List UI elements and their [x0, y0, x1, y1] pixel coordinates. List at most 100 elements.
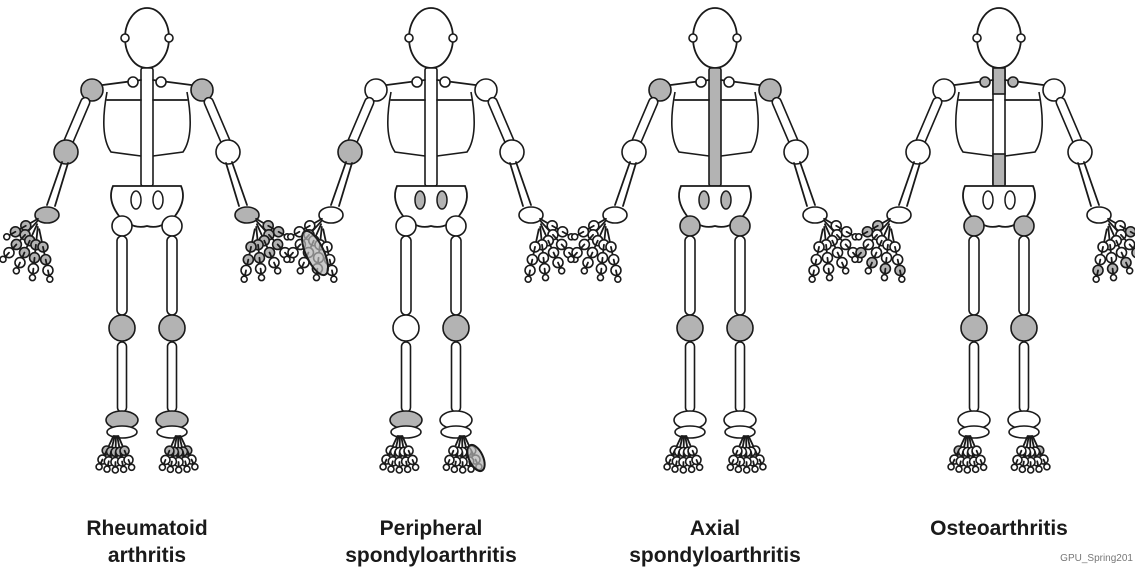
sacroiliac-joint [699, 191, 709, 209]
ulna [339, 163, 352, 206]
elbow-joint [500, 140, 524, 164]
caption-line: Rheumatoid [17, 515, 277, 542]
radius [899, 162, 914, 205]
toe-joint [121, 466, 127, 472]
tibia [118, 342, 127, 412]
wrist-joint [803, 207, 827, 223]
finger-joint [843, 268, 849, 274]
knee-joint [393, 315, 419, 341]
sternoclavicular-joint [440, 77, 450, 87]
toe-joint [752, 466, 758, 472]
caption-peripheral-spondyloarthritis: Peripheral spondyloarthritis [301, 515, 561, 569]
finger-joint [809, 276, 815, 282]
tibia [1020, 342, 1029, 412]
finger-joint [1111, 275, 1117, 281]
femur [167, 236, 177, 315]
skeleton-axspa [568, 8, 862, 473]
foot-left [380, 411, 422, 473]
ulna [623, 163, 636, 206]
finger-joint [241, 276, 247, 282]
toe-joint [159, 464, 165, 470]
wrist-joint [603, 207, 627, 223]
caption-line: Axial [585, 515, 845, 542]
foot-left [948, 411, 990, 473]
humerus [915, 96, 943, 147]
toe-joint [405, 466, 411, 472]
toe-joint [973, 466, 979, 472]
finger-joint [852, 256, 858, 262]
radius [800, 162, 815, 205]
ulna [794, 163, 807, 206]
toe-joint [129, 464, 135, 470]
finger-joint [284, 256, 290, 262]
finger-joint [288, 234, 294, 240]
finger-joint [331, 276, 337, 282]
toe-joint [1036, 466, 1042, 472]
radius [232, 162, 247, 205]
elbow-joint [216, 140, 240, 164]
hand-left [0, 207, 59, 282]
knee-joint [159, 315, 185, 341]
skeleton-ra [0, 8, 294, 473]
toe-joint [1028, 467, 1034, 473]
ear [689, 34, 697, 42]
femur [117, 236, 127, 315]
wrist-joint [1087, 207, 1111, 223]
skeleton-oa [852, 8, 1135, 473]
finger-joint [0, 256, 6, 262]
femur [401, 236, 411, 315]
hand-left [568, 207, 627, 282]
finger-joint [597, 275, 603, 281]
toe-joint [981, 464, 987, 470]
tibia [402, 342, 411, 412]
elbow-joint [622, 140, 646, 164]
toe-joint [948, 464, 954, 470]
sacroiliac-joint [415, 191, 425, 209]
sacroiliac-joint [153, 191, 163, 209]
wrist-joint [519, 207, 543, 223]
ulna [1078, 163, 1091, 206]
caption-line: spondyloarthritis [585, 542, 845, 569]
sacroiliac-joint [131, 191, 141, 209]
finger-joint [615, 276, 621, 282]
spine-cervical [993, 68, 1005, 94]
tarsal-bone [441, 426, 471, 438]
toe-joint [744, 467, 750, 473]
ear [165, 34, 173, 42]
sternoclavicular-joint [156, 77, 166, 87]
skull [125, 8, 169, 68]
tarsal-bone [391, 426, 421, 438]
hand-right [803, 207, 862, 282]
ear [733, 34, 741, 42]
spine [425, 68, 437, 186]
elbow-joint [54, 140, 78, 164]
toe-joint [396, 467, 402, 473]
toe-joint [104, 466, 110, 472]
foot-right [440, 411, 488, 474]
humerus [1055, 96, 1083, 147]
tarsal-bone [959, 426, 989, 438]
radius [47, 162, 62, 205]
tarsal-bone [157, 426, 187, 438]
wrist-joint [319, 207, 343, 223]
knee-joint [961, 315, 987, 341]
hip-joint [396, 216, 416, 236]
toe-joint [380, 464, 386, 470]
finger-joint [1127, 268, 1133, 274]
finger-joint [881, 275, 887, 281]
finger-joint [259, 275, 265, 281]
radius [516, 162, 531, 205]
knee-joint [443, 315, 469, 341]
spine [709, 68, 721, 186]
toe-joint [680, 467, 686, 473]
ear [1017, 34, 1025, 42]
toe-joint [956, 466, 962, 472]
toe-joint [672, 466, 678, 472]
wrist-joint [235, 207, 259, 223]
finger-joint [568, 256, 574, 262]
hip-joint [162, 216, 182, 236]
wrist-joint [35, 207, 59, 223]
finger-joint [581, 268, 587, 274]
tarsal-bone [675, 426, 705, 438]
knee-joint [677, 315, 703, 341]
